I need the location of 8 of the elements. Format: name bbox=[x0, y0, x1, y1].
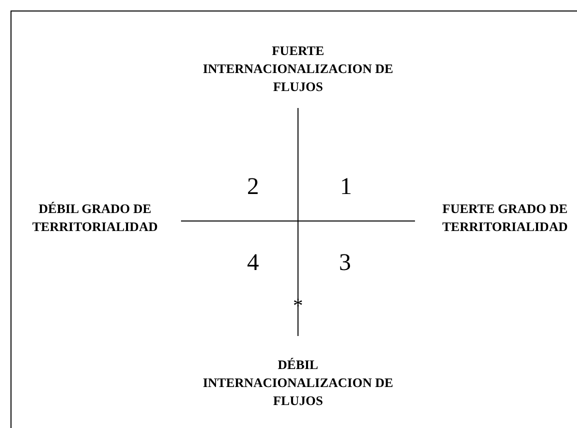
quadrant-number: 2 bbox=[247, 175, 259, 199]
quadrant-number: 3 bbox=[339, 251, 351, 275]
quadrant-number: 4 bbox=[247, 251, 259, 275]
axis-label: DÉBIL GRADO DE TERRITORIALIDAD bbox=[31, 200, 159, 236]
axis-label: DÉBIL INTERNACIONALIZACION DE FLUJOS bbox=[202, 356, 394, 410]
axis-label: FUERTE GRADO DE TERRITORIALIDAD bbox=[441, 200, 569, 236]
quadrant-number: 1 bbox=[340, 175, 352, 199]
axis-label: FUERTE INTERNACIONALIZACION DE FLUJOS bbox=[202, 42, 394, 96]
